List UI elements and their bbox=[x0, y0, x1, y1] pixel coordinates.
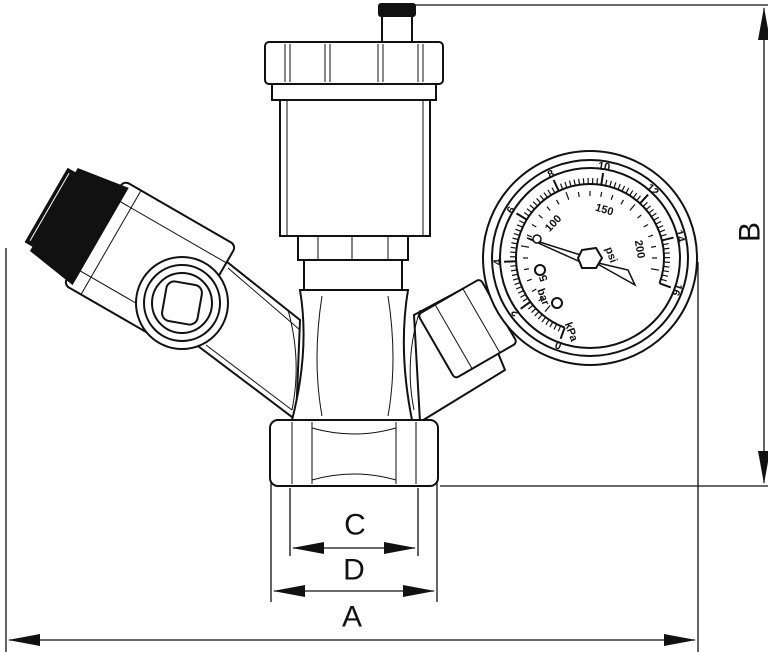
hex-line-2 bbox=[462, 288, 501, 354]
gauge-inner-tick bbox=[538, 297, 543, 302]
gauge-inner-tick bbox=[520, 245, 530, 248]
air-vent-nipple bbox=[303, 259, 403, 291]
air-vent-nut-ribs bbox=[284, 44, 424, 82]
air-vent bbox=[264, 3, 444, 291]
air-vent-lower-hex bbox=[297, 235, 409, 261]
gauge-outer-tick bbox=[552, 179, 560, 192]
gauge-unit-bar: bar bbox=[534, 287, 551, 308]
gauge-scale-arc bbox=[515, 183, 665, 329]
gauge-inner-tick bbox=[523, 268, 530, 271]
gauge-inner-tick bbox=[650, 245, 657, 248]
gauge-inner-number: 150 bbox=[594, 202, 615, 219]
gauge-inner-tick bbox=[526, 234, 532, 238]
gauge-outer-tick bbox=[639, 193, 649, 205]
dim-d-label: D bbox=[343, 554, 365, 587]
gauge-outer-tick bbox=[659, 282, 672, 289]
dim-a-label: A bbox=[342, 601, 362, 634]
gauge-outer-tick bbox=[661, 236, 674, 242]
gauge-outer-tick bbox=[515, 212, 528, 221]
safety-valve-cap-end bbox=[24, 167, 80, 250]
gauge-marker-2 bbox=[551, 297, 563, 309]
gauge-outer-number: 14 bbox=[672, 229, 687, 245]
gauge-outer-number: 8 bbox=[546, 168, 557, 181]
gauge-inner-tick bbox=[526, 278, 532, 282]
gauge-inner-tick bbox=[546, 206, 551, 211]
center-waist bbox=[290, 289, 414, 421]
gauge-inner-tick bbox=[643, 223, 649, 228]
gauge-inner-tick bbox=[555, 199, 560, 205]
gauge-outer-tick bbox=[520, 300, 531, 310]
gauge-outer-tick bbox=[559, 327, 566, 340]
gauge-inner-tick bbox=[648, 234, 654, 238]
air-vent-cap bbox=[378, 3, 416, 17]
waist-curve-right bbox=[409, 309, 421, 411]
gauge-inner-tick bbox=[577, 191, 580, 198]
gauge-outer-number: 6 bbox=[505, 205, 518, 216]
nut-arc-bottom bbox=[311, 473, 397, 481]
bottom-hex-nut bbox=[269, 419, 439, 487]
gauge-inner-tick bbox=[544, 305, 551, 313]
gauge-inner-tick bbox=[531, 223, 537, 228]
air-vent-stem bbox=[381, 15, 413, 43]
gauge-outer-number: 0 bbox=[554, 338, 564, 351]
dim-a-arrow-right bbox=[664, 634, 696, 646]
waist-inner-left bbox=[316, 295, 323, 417]
waist-inner-right bbox=[387, 295, 394, 417]
gauge-inner-tick bbox=[637, 214, 642, 219]
cap-highlight bbox=[29, 172, 70, 242]
gauge-needle-tail bbox=[593, 261, 637, 287]
gauge-unit-psi: psi bbox=[602, 245, 619, 264]
dim-b-label: B bbox=[734, 222, 767, 242]
safety-valve-arm bbox=[24, 167, 302, 422]
air-vent-body bbox=[279, 99, 431, 237]
gauge-inner-tick bbox=[531, 288, 537, 293]
hex-line-1 bbox=[434, 304, 473, 370]
gauge-outer-tick bbox=[504, 260, 517, 263]
gauge-outer-number: 10 bbox=[597, 160, 611, 174]
gauge-needle-hub bbox=[576, 246, 604, 269]
dim-c-arrow-right bbox=[384, 542, 416, 554]
gauge-outer-tick bbox=[600, 172, 605, 186]
housing-line-1 bbox=[113, 197, 227, 264]
gauge-inner-tick bbox=[650, 268, 660, 271]
dim-d-arrow-right bbox=[403, 585, 435, 597]
dim-c-arrow-left bbox=[292, 542, 324, 554]
dimension-lines: B A D C bbox=[5, 4, 768, 652]
dim-a-arrow-left bbox=[8, 634, 40, 646]
dim-b-arrow-top bbox=[758, 7, 768, 40]
air-vent-collar bbox=[271, 83, 437, 101]
gauge-needle-stop bbox=[532, 234, 542, 244]
gauge-inner-tick bbox=[565, 192, 570, 200]
dim-b-arrow-bottom bbox=[758, 451, 768, 484]
left-pipe-edge bbox=[227, 267, 301, 331]
pressure-gauge: 024681012141650100150200 bar psi kPa bbox=[482, 150, 698, 366]
gauge-inner-tick bbox=[538, 214, 543, 219]
center-body bbox=[269, 289, 439, 487]
gauge-outer-number: 16 bbox=[669, 282, 684, 298]
gauge-inner-number: 200 bbox=[632, 239, 647, 259]
gauge-inner-tick bbox=[629, 203, 636, 211]
housing-line-3 bbox=[80, 190, 142, 295]
dim-c-label: C bbox=[344, 509, 366, 542]
gauge-inner-tick bbox=[620, 199, 625, 205]
dim-d-arrow-left bbox=[273, 585, 305, 597]
left-pipe-edge-2 bbox=[205, 344, 293, 411]
gauge-outer-number: 4 bbox=[492, 258, 504, 266]
waist-curve-left bbox=[287, 309, 297, 411]
nut-arc-top bbox=[311, 427, 397, 435]
gauge-inner-tick bbox=[610, 194, 614, 200]
air-vent-nut bbox=[264, 41, 444, 85]
safety-valve-port-square bbox=[161, 280, 203, 326]
gauge-ticks bbox=[504, 172, 674, 340]
gauge-inner-tick bbox=[600, 191, 603, 198]
gauge-marker-1 bbox=[534, 264, 546, 276]
